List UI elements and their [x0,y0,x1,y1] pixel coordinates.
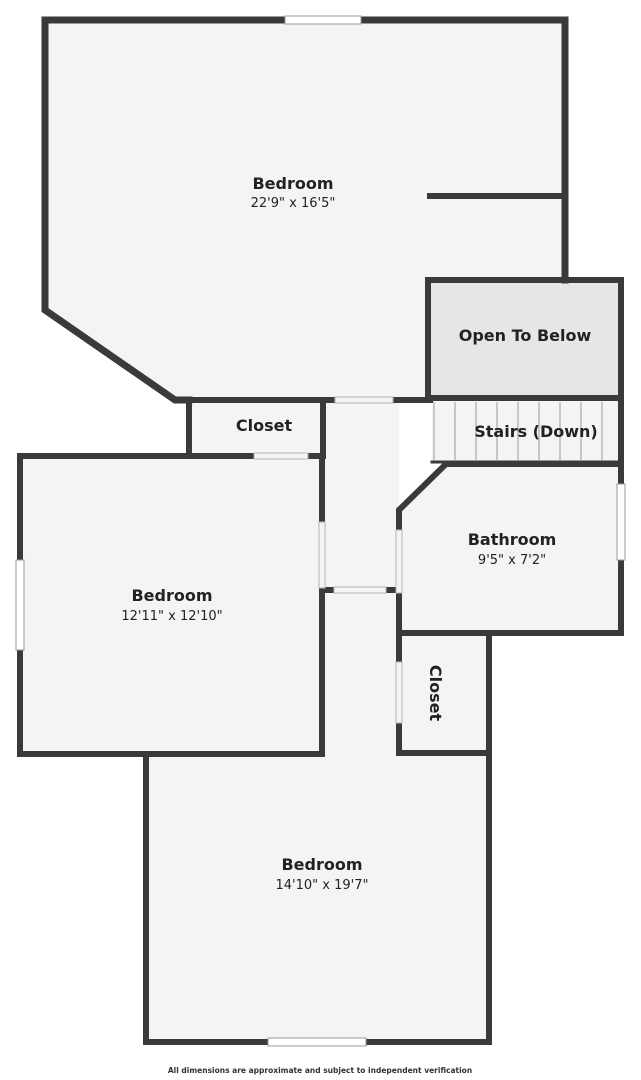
bedroom-top-name: Bedroom [252,174,333,193]
bathroom-floor [399,464,621,633]
bedroom-bottom-floor [146,754,489,1042]
hallway-floor [323,400,399,760]
closet-right-floor [399,633,489,753]
disclaimer-text: All dimensions are approximate and subje… [168,1066,472,1075]
stair-treads [433,402,603,460]
closet-right-name: Closet [426,665,445,722]
opening-top-hall [334,396,394,404]
room-labels: Bedroom 22'9" x 16'5" Open To Below Clos… [121,174,597,1075]
window-bathroom [616,483,626,561]
open-to-below-name: Open To Below [459,326,592,345]
floor-fills [20,20,622,1042]
window-bottom [267,1037,367,1047]
stairs-floor [432,400,622,462]
bedroom-left-name: Bedroom [131,586,212,605]
bedroom-bottom-dimensions: 14'10" x 19'7" [276,878,369,893]
bedroom-top-dimensions: 22'9" x 16'5" [251,196,336,211]
bedroom-top-floor [45,20,565,400]
opening-closet-right [395,661,403,724]
door-openings [253,396,403,724]
wall-top-bedroom-outer [41,16,569,404]
bedroom-bottom-name: Bedroom [281,855,362,874]
opening-left-bedroom-top [253,452,309,460]
opening-hall-cross [333,586,387,594]
bedroom-left-dimensions: 12'11" x 12'10" [121,609,222,624]
walls [17,16,624,1045]
wall-left-bedroom [17,453,325,757]
bathroom-name: Bathroom [468,530,557,549]
opening-left-bedroom-right [318,521,326,589]
wall-open-to-below [425,277,624,401]
windows [15,15,626,1047]
stairs-name: Stairs (Down) [474,422,598,441]
bathroom-dimensions: 9'5" x 7'2" [478,553,546,568]
closet-top-name: Closet [236,416,293,435]
opening-bathroom [395,529,403,594]
wall-closet-right [396,630,492,756]
window-top [284,15,362,25]
bedroom-left-floor [20,456,322,754]
closet-top-floor [189,400,323,456]
open-to-below-floor [428,280,621,398]
window-left [15,559,25,651]
